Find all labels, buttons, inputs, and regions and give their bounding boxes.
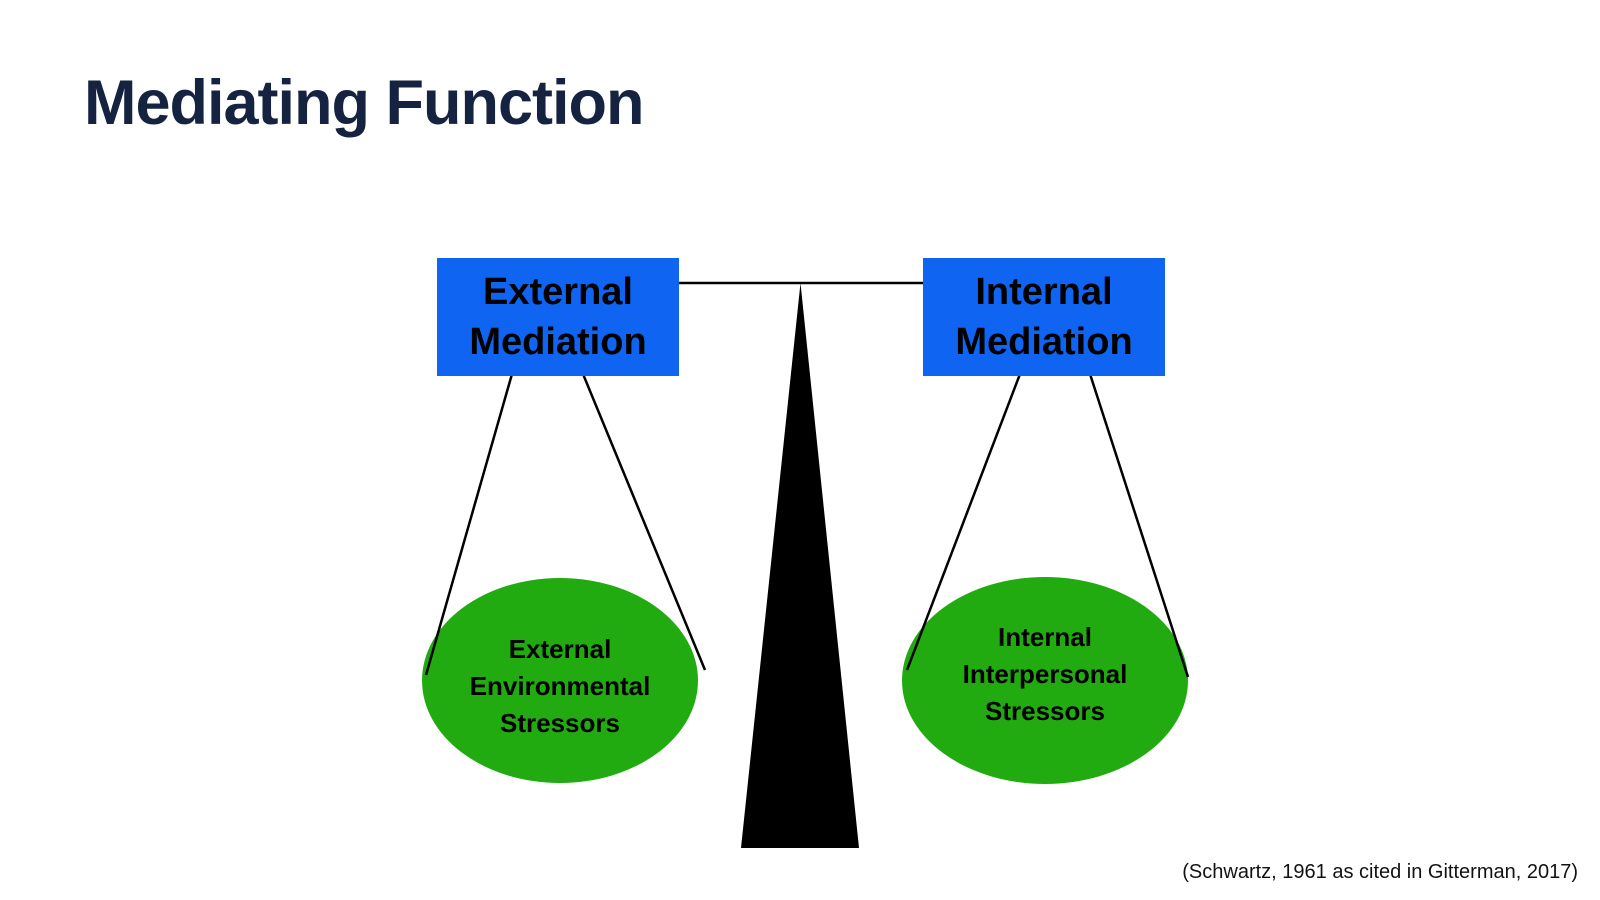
box-label-line: Internal (975, 270, 1113, 313)
ellipse-label-line: Stressors (985, 695, 1105, 726)
box-label-line: External (483, 270, 633, 313)
box-label-line: Mediation (955, 321, 1133, 363)
ellipse-label-line: Stressors (500, 707, 620, 738)
ellipse-label-line: External (508, 634, 612, 665)
external-mediation-box: External Mediation (437, 258, 679, 376)
slide-title: Mediating Function (84, 68, 644, 138)
internal-mediation-box: Internal Mediation (923, 258, 1165, 376)
ellipse-label-line: Environmental (469, 671, 651, 702)
internal-stressors-ellipse: Internal Interpersonal Stressors (902, 577, 1188, 784)
fulcrum-triangle (741, 283, 859, 848)
external-stressors-ellipse: External Environmental Stressors (422, 578, 698, 783)
ellipse-label-line: Internal (998, 622, 1092, 653)
citation-text: (Schwartz, 1961 as cited in Gitterman, 2… (1182, 861, 1578, 883)
ellipse-label-line: Interpersonal (962, 659, 1128, 690)
internal-stressors-label: Internal Interpersonal Stressors (963, 619, 1128, 730)
box-label-line: Mediation (469, 321, 647, 363)
external-stressors-label: External Environmental Stressors (470, 631, 651, 742)
